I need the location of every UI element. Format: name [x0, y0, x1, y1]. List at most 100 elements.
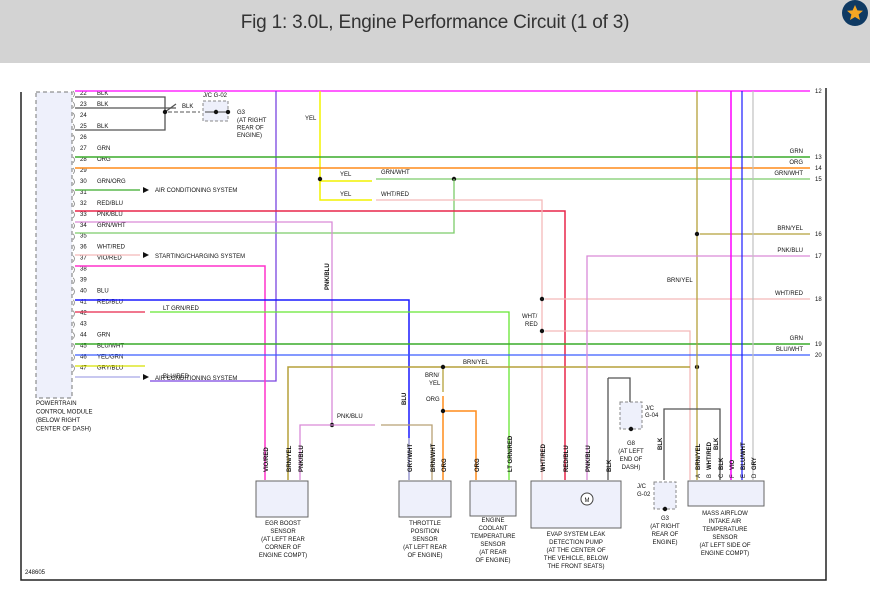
- connector-wire-label: GRN: [790, 336, 803, 342]
- wire-label-lt-grn-red: LT GRN/RED: [163, 306, 199, 312]
- pin-connector: [72, 222, 75, 230]
- pcm-label: POWERTRAIN: [36, 401, 77, 407]
- pcm-pin-wire: PNK/BLU: [97, 212, 123, 218]
- evap-pin-label: PNK/BLU: [586, 445, 592, 472]
- wire-label-pnk-blu-low: PNK/BLU: [337, 414, 363, 420]
- jc-g04-label: G-04: [645, 413, 659, 419]
- pcm-pin-number: 42: [80, 311, 87, 317]
- evap-pin-label: WHT/RED: [541, 443, 547, 472]
- throttle-position-sensor-label: POSITION: [411, 529, 440, 535]
- ground-g3-low-label: ENGINE): [652, 540, 677, 546]
- ground-g8-label: END OF: [620, 457, 643, 463]
- wire-blu-red: [150, 91, 277, 382]
- wire-brn-wht: [381, 424, 433, 480]
- pcm-pin-number: 29: [80, 168, 87, 174]
- maf-pin-letter: A: [696, 474, 702, 478]
- pcm-pin-wire: GRN: [97, 146, 110, 152]
- wire-label-wht-red: WHT/RED: [381, 192, 410, 198]
- wire-pnk-blu-egr: [299, 424, 332, 480]
- egr-boost-sensor-label: SENSOR: [270, 529, 296, 535]
- maf-pin-wire: WHT/RED: [707, 441, 713, 470]
- wire-org-ect: [445, 410, 477, 480]
- coolant-temp-sensor-label: OF ENGINE): [475, 558, 510, 564]
- motor-icon: [580, 492, 594, 506]
- pin-connector: [72, 244, 75, 252]
- pcm-pin-number: 23: [80, 102, 87, 108]
- pcm-pin-number: 35: [80, 234, 87, 240]
- egr-boost-sensor-label: ENGINE COMPT): [259, 553, 307, 559]
- coolant-temp-sensor: [469, 480, 517, 517]
- wire-blu-40: [75, 299, 410, 480]
- figure-header: Fig 1: 3.0L, Engine Performance Circuit …: [0, 0, 870, 63]
- splice-dot: [539, 328, 545, 334]
- wire-blk-switch: [164, 103, 177, 113]
- pin-connector: [72, 178, 75, 186]
- pin-connector: [72, 200, 75, 208]
- throttle-position-sensor-label: THROTTLE: [409, 521, 441, 527]
- maf-pin-letter: C: [719, 473, 725, 478]
- maf-pin-wire: BLK: [719, 457, 725, 470]
- pcm-pin-wire: VIO/RED: [97, 256, 122, 262]
- egr-boost-sensor-label: CORNER OF: [265, 545, 301, 551]
- favorite-button[interactable]: [842, 0, 868, 26]
- throttle-position-sensor-label: (AT LEFT REAR: [403, 545, 447, 551]
- evap-pump-label: (AT THE CENTER OF: [546, 548, 605, 554]
- wire-pnk-blu-33: [75, 221, 333, 425]
- tps-pin-label: GRY/WHT: [408, 444, 414, 472]
- pin-connector: [72, 156, 75, 164]
- maf-pin-wire: GRY: [752, 457, 758, 470]
- pcm-pin-number: 44: [80, 333, 87, 339]
- jc-g02-low-label: J/C: [637, 484, 647, 490]
- splice-dot: [440, 408, 446, 414]
- mass-airflow-sensor-label: INTAKE AIR: [709, 519, 742, 525]
- connector-pin-number: 18: [815, 297, 822, 303]
- connector-wire-label: GRN: [790, 149, 803, 155]
- pcm-pin-number: 24: [80, 113, 87, 119]
- pcm-pin-wire: GRN/ORG: [97, 179, 126, 185]
- evap-pin-label: RED/BLU: [564, 445, 570, 472]
- pin-connector: [72, 343, 75, 350]
- throttle-position-sensor-label: OF ENGINE): [407, 553, 442, 559]
- maf-pin-letter: E: [741, 474, 747, 478]
- pin-connector: [72, 189, 75, 197]
- splice-dot: [539, 296, 545, 302]
- pin-connector: [72, 332, 75, 339]
- splice-dot: [213, 109, 219, 115]
- maf-pin-wire: BLU/WHT: [741, 442, 747, 470]
- wire-blk-25: [75, 112, 166, 131]
- coolant-temp-sensor-label: ENGINE: [481, 518, 504, 524]
- ground-g3-low-label: (AT RIGHT: [650, 524, 680, 530]
- mass-airflow-sensor-label: (AT LEFT SIDE OF: [699, 543, 750, 549]
- pin-connector: [72, 167, 75, 175]
- maf-pin-wire: VIO: [730, 459, 736, 470]
- wire-blk-g04: [608, 377, 631, 402]
- wire-brn-yel: [287, 366, 690, 480]
- pin-connector: [72, 288, 75, 295]
- arrow-icon: [143, 187, 149, 193]
- ground-g3-location: ENGINE): [237, 133, 262, 139]
- pin-connector: [72, 277, 75, 284]
- ground-g3-label: G3: [237, 110, 246, 116]
- connector-pin-number: 19: [815, 342, 822, 348]
- mass-airflow-sensor-label: MASS AIRFLOW: [702, 511, 748, 517]
- coolant-temp-sensor-label: (AT REAR: [479, 550, 507, 556]
- pin-connector: [72, 134, 75, 142]
- egr-pin-label: VIO/RED: [264, 447, 270, 472]
- wire-label-org: ORG: [426, 397, 440, 403]
- pin-connector: [72, 90, 75, 98]
- pcm-pin-number: 25: [80, 124, 87, 130]
- wire-label-grn-wht: GRN/WHT: [381, 170, 410, 176]
- pcm-pin-number: 31: [80, 190, 87, 196]
- splice-dot: [694, 231, 700, 237]
- ground-g3-low-dot: [662, 506, 668, 512]
- pin-connector: [72, 123, 75, 131]
- maf-pin-letter: F: [730, 474, 736, 478]
- pin-connector: [72, 354, 75, 361]
- pcm-pin-wire: BLU: [97, 289, 109, 295]
- wire-label-blu-red: BLU/RED: [163, 374, 190, 380]
- egr-pin-label: PNK/BLU: [299, 445, 305, 472]
- connector-pin-number: 20: [815, 353, 822, 359]
- ground-g3-low-label: G3: [661, 516, 670, 522]
- pcm-pin-wire: BLK: [97, 124, 108, 130]
- connector-pin-number: 15: [815, 177, 822, 183]
